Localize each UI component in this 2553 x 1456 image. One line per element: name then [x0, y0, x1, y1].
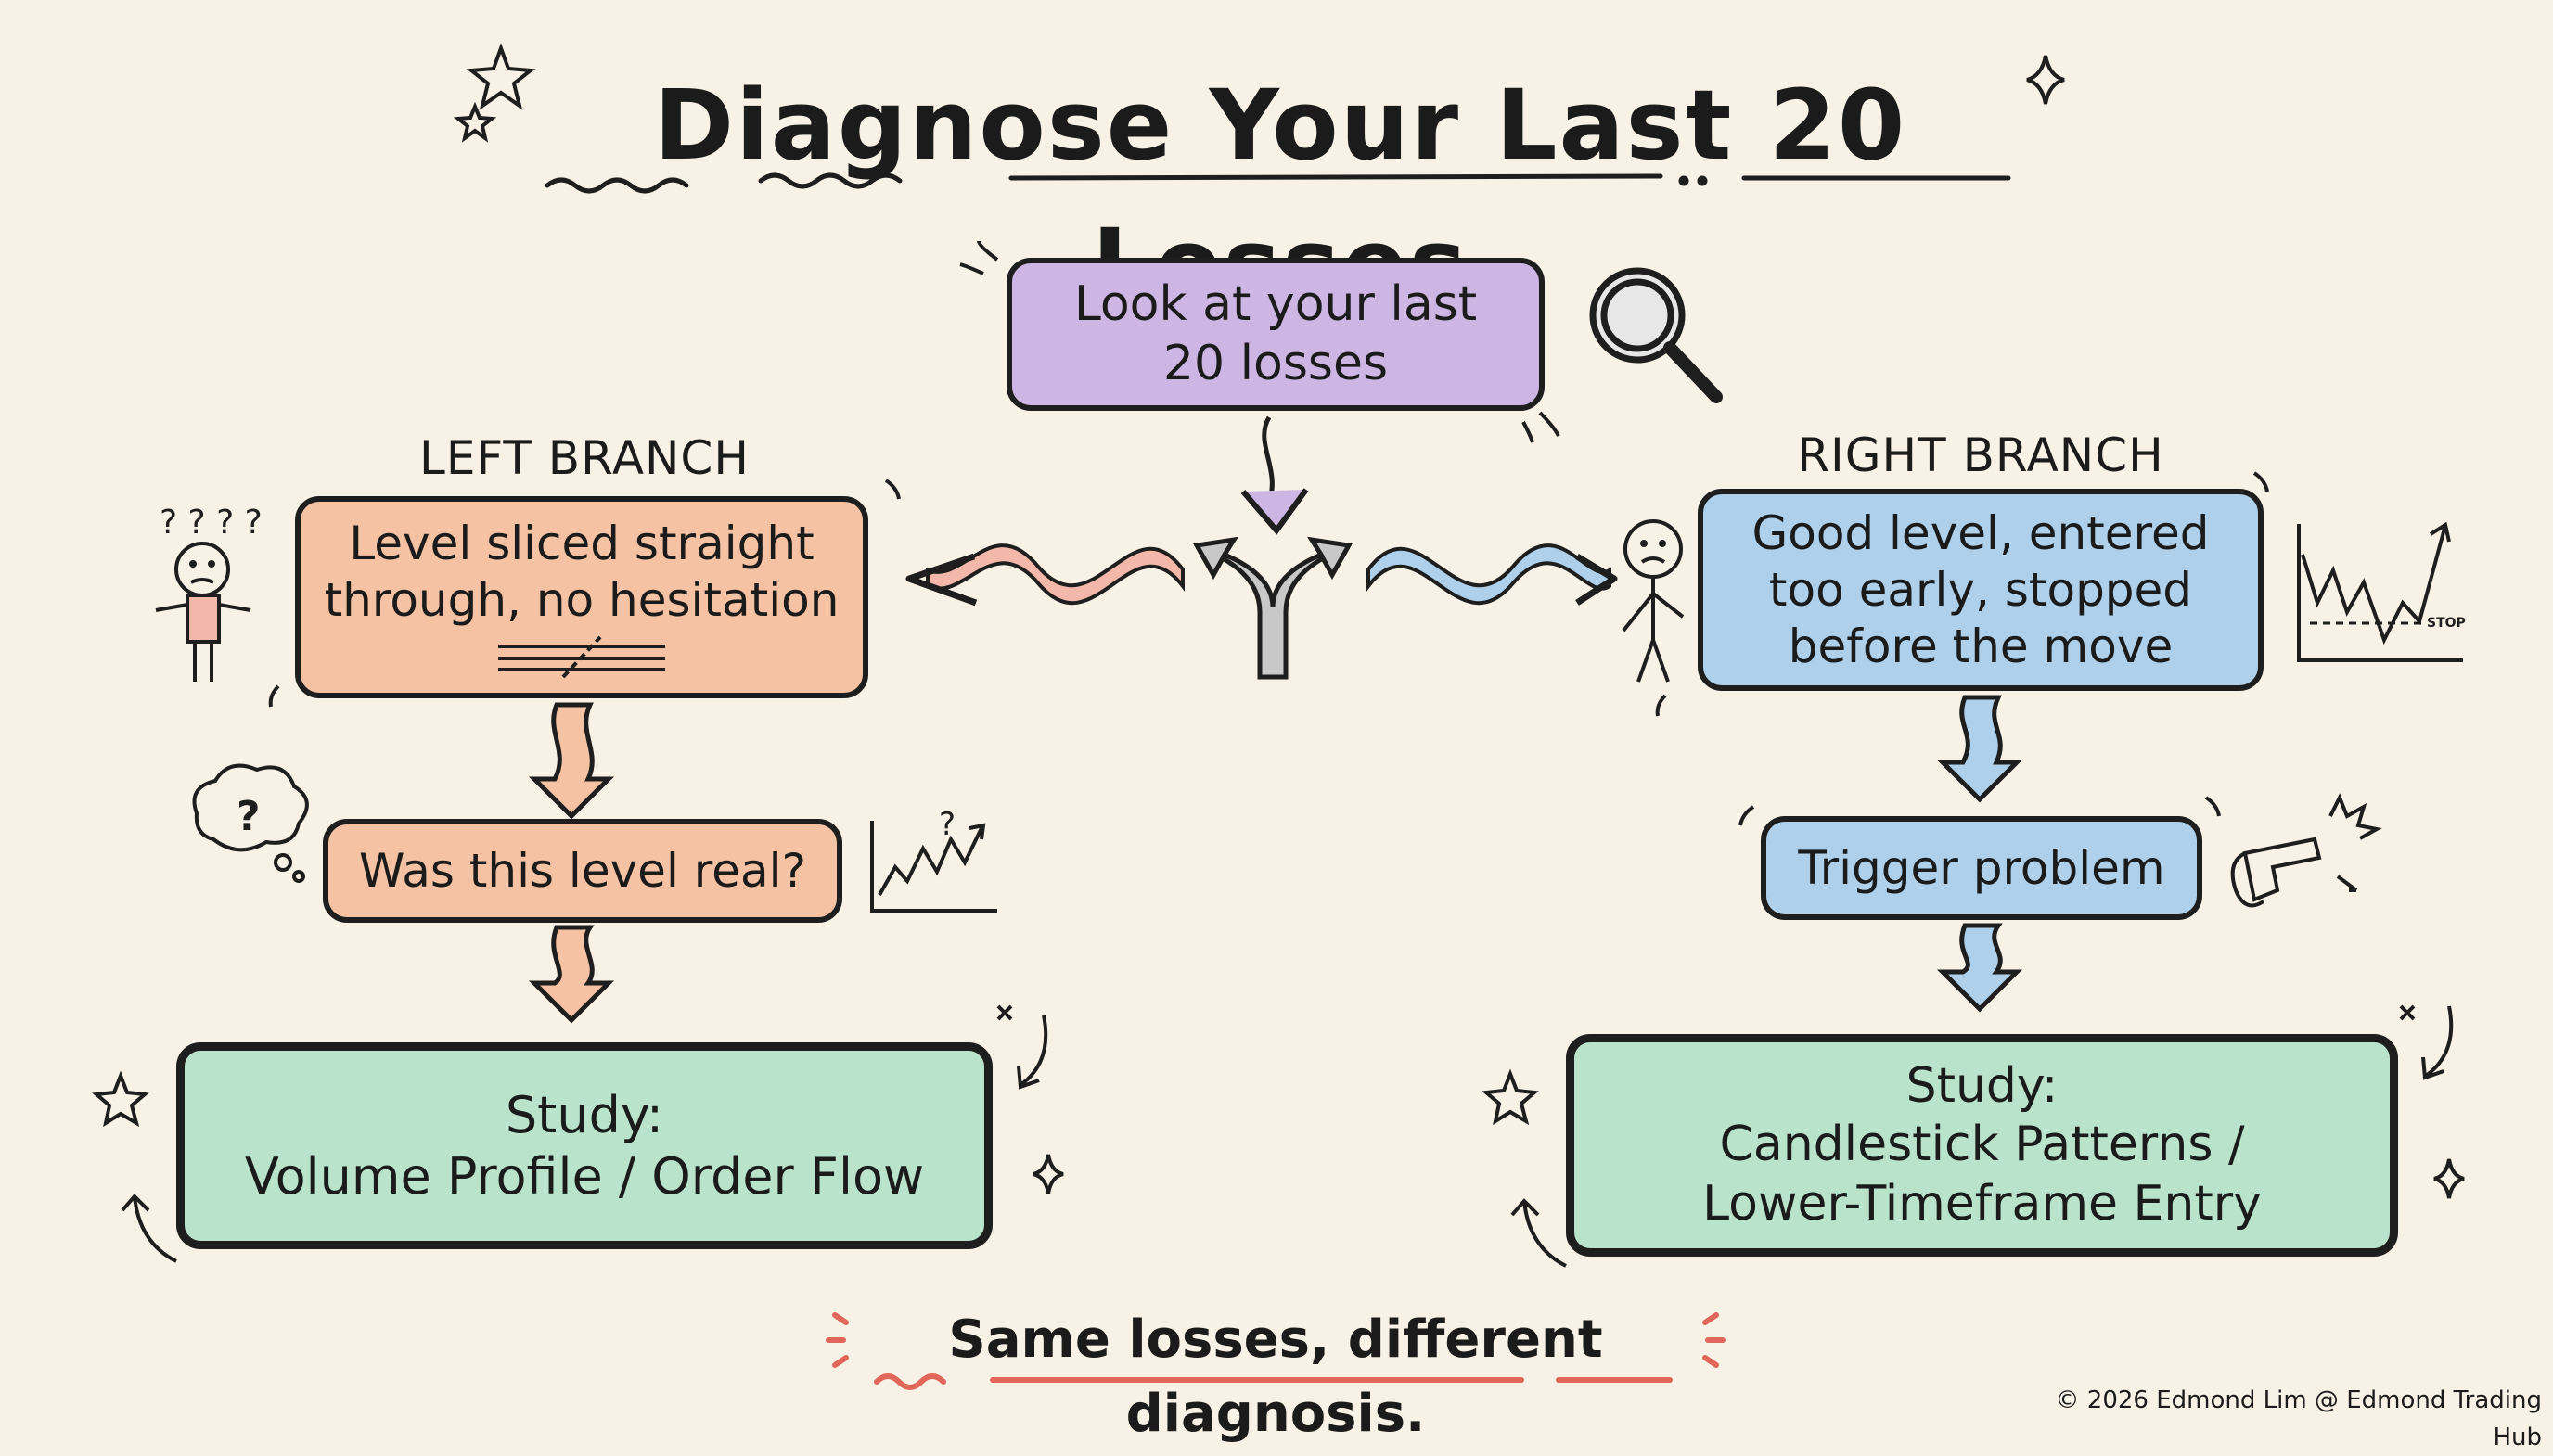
- decor-ticks: [268, 240, 2269, 826]
- page-title: Diagnose Your Last 20 Losses: [653, 69, 1907, 321]
- start-box-line-2: 20 losses: [1162, 335, 1389, 391]
- left-question-box: Was this level real?: [323, 819, 842, 923]
- right-symptom-line-2: too early, stopped: [1768, 562, 2193, 617]
- arrow-to-right-branch: [1366, 543, 1618, 606]
- right-study-box: Study: Candlestick Patterns / Lower-Time…: [1566, 1034, 2398, 1257]
- copyright: © 2026 Edmond Lim @ Edmond Trading Hub: [2055, 1386, 2542, 1451]
- magnifier-icon: [1589, 267, 1723, 403]
- tagline-accents: [826, 1312, 1726, 1390]
- title-underline: [545, 172, 2011, 194]
- left-symptom-line-2: through, no hesitation: [324, 573, 840, 627]
- right-study-line-1: Study:: [1905, 1057, 2059, 1114]
- right-symptom-line-3: before the move: [1788, 619, 2174, 673]
- chart-question: ?: [939, 806, 956, 843]
- stop-label: STOP: [2427, 616, 2466, 631]
- fork-arrow-icon: [1193, 536, 1353, 680]
- arrow-down-left-2: [528, 925, 615, 1024]
- right-branch-label: RIGHT BRANCH: [1797, 428, 2164, 482]
- hand-gun-icon: [2230, 793, 2382, 908]
- arrow-to-left-branch: [905, 543, 1185, 607]
- right-symptom-box: Good level, entered too early, stopped b…: [1698, 489, 2264, 691]
- start-box: Look at your last 20 losses: [1007, 258, 1545, 411]
- left-study-box: Study: Volume Profile / Order Flow: [176, 1042, 993, 1249]
- left-branch-label: LEFT BRANCH: [419, 431, 750, 485]
- arrow-down-right-2: [1936, 923, 2023, 1013]
- sparkle-icon: [1033, 1154, 2465, 1199]
- question-marks: ? ? ? ?: [160, 504, 263, 542]
- star-icon: [453, 43, 536, 143]
- right-trigger-box: Trigger problem: [1761, 816, 2202, 920]
- confused-person-icon: [155, 542, 251, 682]
- right-study-line-2: Candlestick Patterns /: [1719, 1117, 2245, 1173]
- left-study-line-2: Volume Profile / Order Flow: [244, 1146, 925, 1206]
- sad-person-icon: [1622, 519, 1685, 683]
- diagram-canvas: ? ? ? ? STOP ? ?: [92, 43, 2466, 1390]
- right-symptom-line-1: Good level, entered: [1751, 505, 2210, 560]
- left-symptom-box: Level sliced straight through, no hesita…: [295, 496, 868, 698]
- stop-chart-icon: [2297, 521, 2463, 662]
- start-box-line-1: Look at your last: [1073, 276, 1478, 333]
- thought-question: ?: [237, 793, 261, 840]
- star-icon: [92, 1068, 1539, 1128]
- tagline: Same losses, different diagnosis.: [948, 1309, 1603, 1444]
- arrow-down-right-1: [1936, 695, 2023, 803]
- left-study-line-1: Study:: [505, 1085, 664, 1144]
- right-study-line-3: Lower-Timeframe Entry: [1702, 1175, 2262, 1232]
- right-trigger-text: Trigger problem: [1798, 840, 2165, 895]
- loop-arrow-icon: [121, 1004, 2454, 1268]
- thought-bubble-icon: [192, 763, 309, 883]
- left-question-text: Was this level real?: [358, 843, 807, 898]
- arrow-down-top: [1240, 415, 1309, 535]
- chart-icon: [870, 821, 997, 913]
- left-symptom-line-1: Level sliced straight: [349, 517, 815, 570]
- sliced-level-icon: [498, 635, 665, 679]
- sparkle-icon: [2026, 55, 2065, 105]
- arrow-down-left-1: [528, 702, 615, 820]
